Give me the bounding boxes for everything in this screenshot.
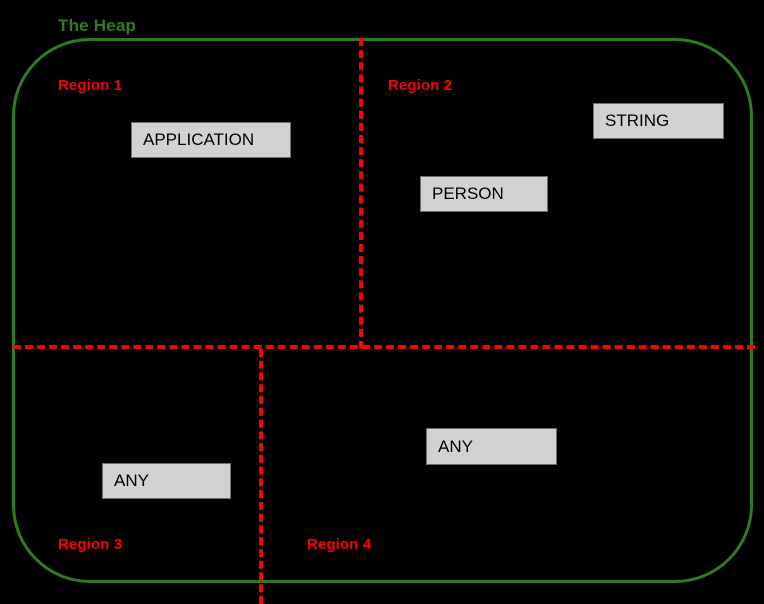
object-box-any-left: ANY xyxy=(102,463,231,499)
object-box-application: APPLICATION xyxy=(131,122,291,158)
heap-title: The Heap xyxy=(58,16,137,35)
object-box-string: STRING xyxy=(593,103,724,139)
divider-vertical-upper xyxy=(359,38,363,349)
divider-vertical-lower xyxy=(259,349,263,604)
region-label-3: Region 3 xyxy=(58,536,123,553)
heap-boundary xyxy=(12,38,753,583)
object-box-label: ANY xyxy=(114,471,149,490)
object-box-label: ANY xyxy=(438,436,473,456)
region-label-1: Region 1 xyxy=(58,77,123,94)
divider-horizontal xyxy=(13,345,755,349)
object-box-person: PERSON xyxy=(420,176,548,212)
object-box-label: STRING xyxy=(605,111,670,130)
object-box-label: APPLICATION xyxy=(143,130,255,149)
object-box-any-right: ANY xyxy=(426,428,557,465)
object-box-label: PERSON xyxy=(432,184,504,203)
region-label-2: Region 2 xyxy=(388,77,453,94)
region-label-4: Region 4 xyxy=(307,536,372,553)
